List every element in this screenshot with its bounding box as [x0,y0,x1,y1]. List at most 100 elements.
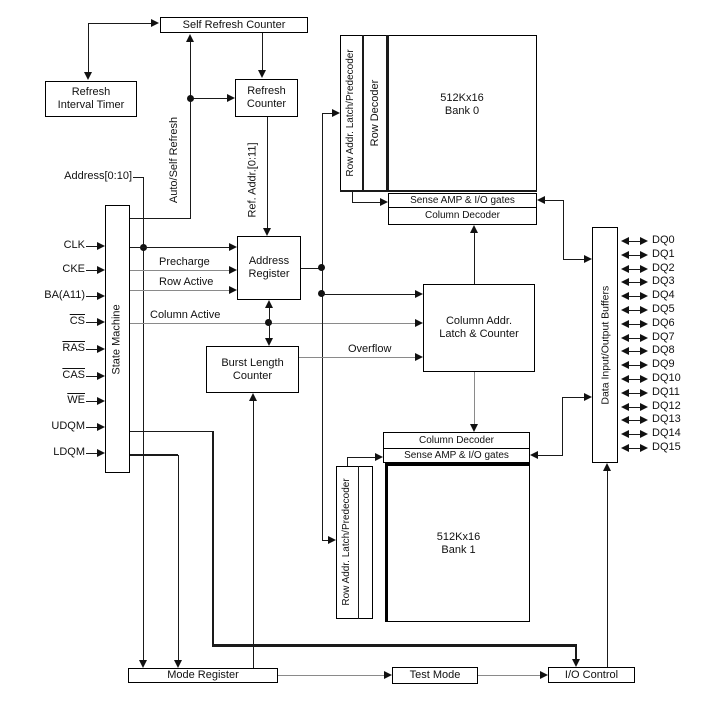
arrowhead [640,306,648,314]
dq-pin-label: DQ8 [652,344,675,356]
wire [627,365,641,366]
wire [86,349,98,350]
wire [86,427,98,428]
arrowhead [621,389,629,397]
arrowhead [97,292,105,300]
arrowhead [621,334,629,342]
refresh-interval-timer-block: Refresh Interval Timer [45,81,137,117]
wire [130,247,230,248]
auto-self-refresh-label: Auto/Self Refresh [168,116,180,204]
wire [212,644,577,647]
wire [627,448,641,449]
wire [627,241,641,242]
address-register-block: Address Register [237,236,301,300]
dq-pin-label: DQ9 [652,358,675,370]
dq-pin-label: DQ1 [652,248,675,260]
we-input-label: WE [67,394,85,406]
arrowhead [249,393,257,401]
bank1-divider [358,466,359,619]
block-label: Burst Length [221,356,284,369]
wire [478,675,542,676]
arrowhead [97,345,105,353]
arrowhead [621,444,629,452]
wire [322,294,416,295]
wire [627,269,641,270]
arrowhead [229,266,237,274]
bank1-array-block: 512Kx16 Bank 1 [385,463,530,622]
wire [627,434,641,435]
arrowhead [640,320,648,328]
wire [627,296,641,297]
arrowhead [97,423,105,431]
arrowhead [328,536,336,544]
wire [88,23,152,24]
arrowhead [540,671,548,679]
udqm-input-label: UDQM [51,420,85,432]
arrowhead [229,286,237,294]
wire [130,270,230,271]
cke-input-label: CKE [62,263,85,275]
junction-dot [318,264,325,271]
wire [212,431,214,645]
bank1-column-decoder-block: Column Decoder [383,432,530,449]
block-label: Column Decoder [424,210,501,222]
bank1-sense-amp-block: Sense AMP & I/O gates [383,448,530,463]
arrowhead [621,347,629,355]
bank0-sense-amp-block: Sense AMP & I/O gates [388,193,537,208]
block-label: Counter [232,369,273,382]
arrowhead [151,19,159,27]
ldqm-input-label: LDQM [53,446,85,458]
bank0-row-decoder-label: Row Decoder [369,79,381,147]
arrowhead [621,278,629,286]
dq-pin-label: DQ7 [652,331,675,343]
block-label: 512Kx16 [440,92,484,105]
dq-pin-label: DQ4 [652,289,675,301]
junction-dot [265,319,272,326]
wire [86,270,98,271]
arrowhead [621,251,629,259]
block-label: 512Kx16 [436,530,481,543]
wire [562,397,585,398]
data-io-buffers-block: Data Input/Output Buffers [592,227,618,463]
wire [607,469,608,667]
cs-input-label: CS [69,315,85,327]
arrowhead [263,228,271,236]
column-active-label: Column Active [150,309,221,321]
address-input-label: Address[0:10] [64,170,132,182]
arrowhead [97,449,105,457]
wire [130,323,416,324]
io-control-block: I/O Control [548,667,635,683]
wire [86,296,98,297]
arrowhead [97,397,105,405]
arrowhead [375,453,383,461]
arrowhead [640,389,648,397]
ba-input-label: BA(A11) [44,289,85,301]
block-label: Bank 0 [444,105,480,117]
arrowhead [621,292,629,300]
wire [627,379,641,380]
wire [627,310,641,311]
cas-input-label: CAS [62,369,85,381]
arrowhead [84,72,92,80]
arrowhead [584,255,592,263]
block-label: Counter [246,98,287,110]
wire [253,399,254,668]
dq-pin-label: DQ15 [652,441,681,453]
arrowhead [572,659,580,667]
dq-pin-label: DQ0 [652,234,675,246]
junction-dot [318,290,325,297]
block-label: Latch & Counter [439,328,519,340]
wire [262,33,263,71]
wire [322,540,329,541]
arrowhead [470,225,478,233]
wire [347,457,376,458]
arrowhead [97,266,105,274]
overflow-label: Overflow [348,343,392,355]
arrowhead [584,393,592,401]
clk-input-label: CLK [63,239,85,251]
column-addr-latch-counter-block: Column Addr. Latch & Counter [423,284,535,372]
wire [130,218,191,219]
arrowhead [640,361,648,369]
bank0-divider [386,35,389,192]
